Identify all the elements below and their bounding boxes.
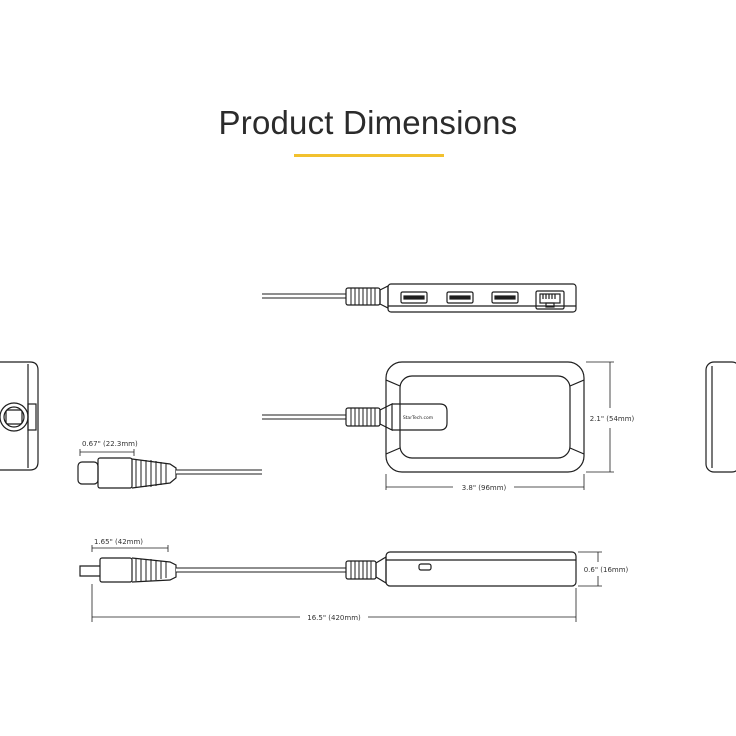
usb-port-icon	[491, 291, 519, 304]
ethernet-port-icon	[535, 290, 565, 310]
dimension-lines	[79, 361, 614, 622]
dim-hub-height: 2.1" (54mm)	[590, 415, 635, 423]
usb-port-icon	[446, 291, 474, 304]
hub-top-view	[262, 361, 585, 473]
dim-connector-width: 0.67" (22.3mm)	[82, 440, 138, 448]
brand-label: StarTech.com	[403, 415, 433, 421]
dim-hub-thickness: 0.6" (16mm)	[584, 566, 629, 574]
right-end-view	[705, 361, 736, 473]
dim-hub-width: 3.8" (96mm)	[462, 484, 507, 492]
dim-connector-length: 1.65" (42mm)	[94, 538, 143, 546]
usb-c-port-icon	[418, 563, 432, 571]
connector-side-view	[77, 457, 262, 489]
page-title: Product Dimensions	[218, 104, 518, 141]
dim-total-length: 16.5" (420mm)	[307, 614, 361, 622]
usb-port-icon	[400, 291, 428, 304]
title-underline	[294, 154, 444, 157]
side-profile-view	[79, 551, 577, 587]
top-view	[262, 283, 577, 313]
left-end-view	[0, 361, 39, 471]
